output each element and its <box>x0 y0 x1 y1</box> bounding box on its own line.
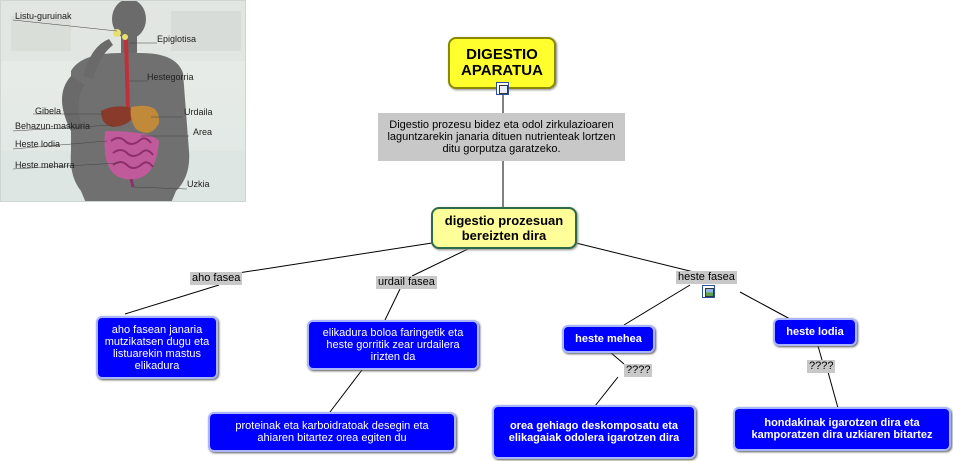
link-label-aho-fasea: aho fasea <box>190 272 242 285</box>
label-area: Area <box>193 127 212 137</box>
definition-node[interactable]: Digestio prozesu bidez eta odol zirkulaz… <box>378 113 625 161</box>
line-q-mehea-desc <box>595 377 618 406</box>
line-lodia-q <box>818 346 822 360</box>
line-urdail-desc <box>385 289 400 320</box>
urdail-fasea-description-node[interactable]: elikadura boloa faringetik eta heste gor… <box>307 320 479 370</box>
urdail-sub-description-node[interactable]: proteinak eta karboidratoak desegin eta … <box>208 412 456 452</box>
heste-lodia-node[interactable]: heste lodia <box>773 318 857 346</box>
label-gibela: Gibela <box>35 106 61 116</box>
line-mehea-q <box>610 352 624 364</box>
heste-mehea-description: orea gehiago deskomposatu eta elikagaiak… <box>500 420 688 444</box>
label-behazun-maskuria: Behazun-maskuria <box>15 121 90 131</box>
label-listu-guruinak: Listu-guruinak <box>15 11 72 21</box>
label-urdaila: Urdaila <box>184 107 213 117</box>
label-heste-meharra: Heste meharra <box>15 160 75 170</box>
heste-mehea-node[interactable]: heste mehea <box>562 325 655 353</box>
phases-hub-label: digestio prozesuan bereizten dira <box>441 213 567 243</box>
line-hub-urdail <box>412 249 468 276</box>
heste-lodia-description: hondakinak igarotzen dira eta kamporatze… <box>741 417 943 441</box>
line-q-lodia-desc <box>828 372 838 408</box>
aho-fasea-description: aho fasean janaria mutzikatsen dugu eta … <box>104 324 210 372</box>
heste-lodia-label: heste lodia <box>786 326 843 338</box>
digestive-system-illustration: Listu-guruinak Epiglotisa Hestegorria Gi… <box>0 0 246 202</box>
heste-mehea-label: heste mehea <box>575 333 642 345</box>
label-hestegorria: Hestegorria <box>147 72 194 82</box>
definition-text: Digestio prozesu bidez eta odol zirkulaz… <box>384 119 619 155</box>
line-aho-desc <box>125 285 219 314</box>
heste-mehea-description-node[interactable]: orea gehiago deskomposatu eta elikagaiak… <box>492 405 696 459</box>
link-label-question-mehea: ???? <box>624 364 652 377</box>
image-icon[interactable] <box>702 285 715 298</box>
urdail-sub-description: proteinak eta karboidratoak desegin eta … <box>216 420 448 444</box>
line-heste-lodia <box>740 292 790 319</box>
link-label-urdail-fasea: urdail fasea <box>376 276 437 289</box>
line-hub-aho <box>219 243 432 276</box>
label-heste-lodia: Heste lodia <box>15 139 60 149</box>
main-concept-label: DIGESTIO APARATUA <box>458 47 546 79</box>
line-urdail-sub <box>330 370 362 412</box>
document-icon[interactable] <box>496 82 509 95</box>
label-epiglotisa: Epiglotisa <box>157 34 196 44</box>
label-uzkia: Uzkia <box>187 179 210 189</box>
link-label-heste-fasea: heste fasea <box>676 271 737 284</box>
aho-fasea-description-node[interactable]: aho fasean janaria mutzikatsen dugu eta … <box>96 316 218 379</box>
phases-hub-node[interactable]: digestio prozesuan bereizten dira <box>431 207 577 249</box>
link-label-question-lodia: ???? <box>807 360 835 373</box>
urdail-fasea-description: elikadura boloa faringetik eta heste gor… <box>315 327 471 363</box>
line-heste-mehea <box>624 285 690 325</box>
heste-lodia-description-node[interactable]: hondakinak igarotzen dira eta kamporatze… <box>733 407 951 451</box>
